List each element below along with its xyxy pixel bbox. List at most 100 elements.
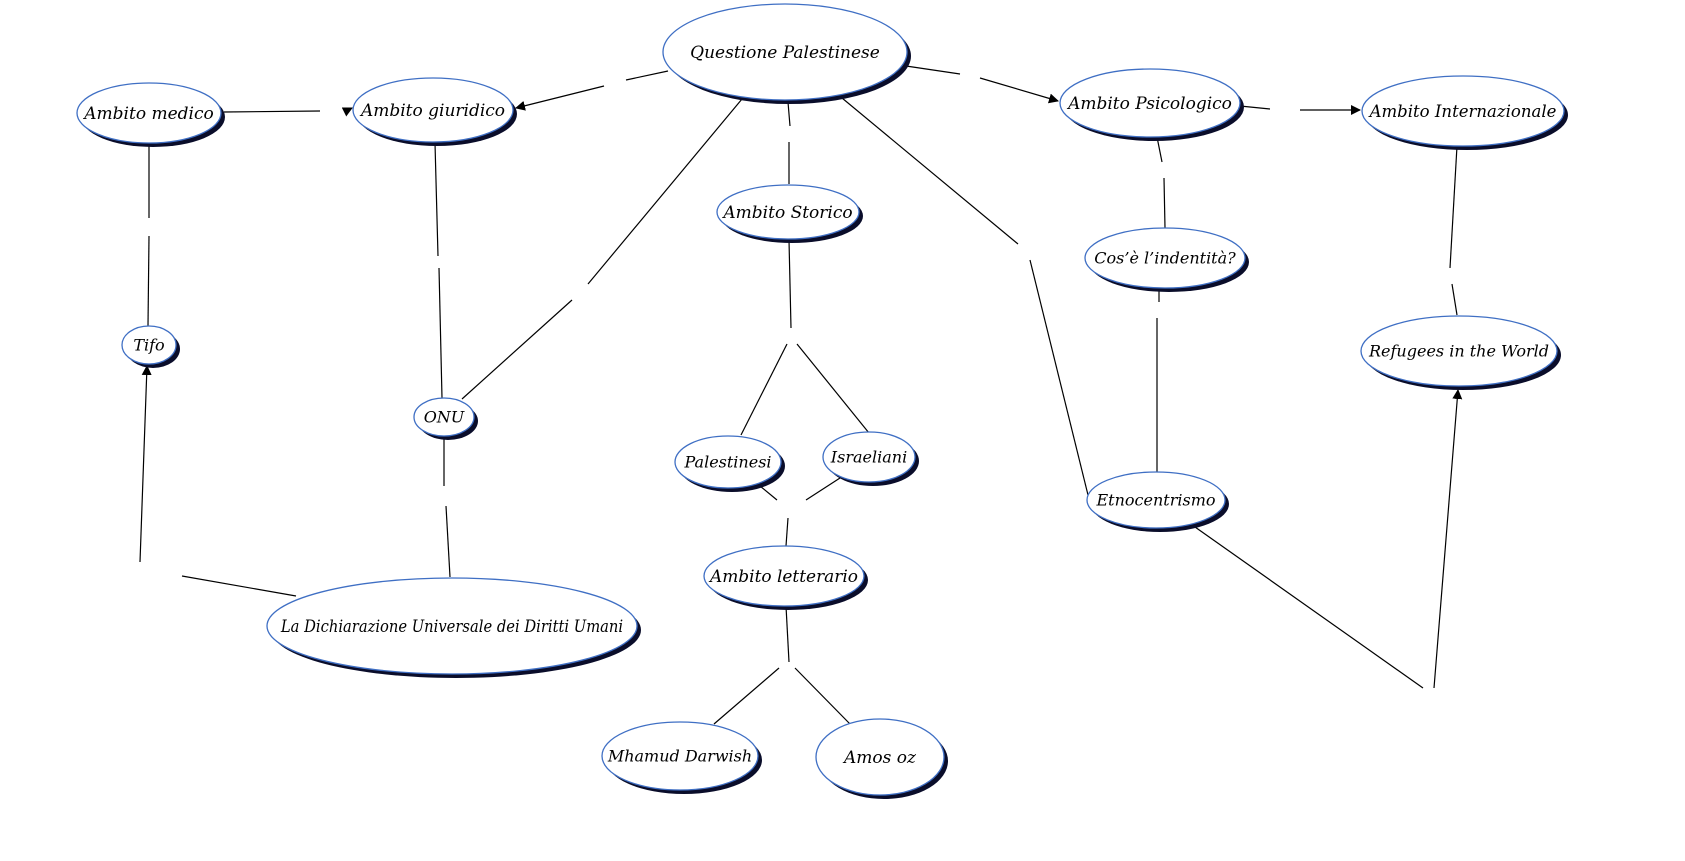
node-label: Etnocentrismo (1096, 491, 1216, 510)
node-ellipse[interactable] (674, 435, 782, 489)
node-ellipse[interactable] (1059, 68, 1241, 138)
edge-questione-storico (787, 101, 791, 184)
edge-segment (1451, 283, 1458, 316)
edge-segment (445, 505, 451, 578)
node-label: Israeliani (830, 448, 907, 467)
edge-segment (740, 343, 788, 436)
edge-segment (515, 85, 605, 111)
edge-questione-onu (461, 98, 743, 400)
node-label: Tifo (133, 336, 164, 355)
node-ellipse[interactable] (1084, 227, 1246, 289)
node-letterario[interactable]: Ambito letterario (703, 545, 868, 610)
node-dichiarazione[interactable]: La Dichiarazione Universale dei Diritti … (266, 577, 641, 678)
edge-israeliani-letterario (805, 477, 841, 501)
edge-segment (625, 70, 669, 81)
node-ellipse[interactable] (1086, 471, 1226, 529)
edges-layer (139, 65, 1463, 725)
node-ellipse[interactable] (815, 718, 945, 796)
edge-segment (841, 97, 1019, 245)
node-onu[interactable]: ONU (413, 397, 478, 440)
edge-letterario-amos (794, 667, 851, 725)
edge-psicologico-internazionale (1239, 105, 1361, 115)
edge-medico-tifo (147, 143, 150, 327)
node-ellipse[interactable] (601, 721, 759, 791)
node-ellipse[interactable] (716, 184, 860, 240)
edge-segment (805, 477, 841, 501)
node-psicologico[interactable]: Ambito Psicologico (1059, 68, 1244, 141)
edge-dichiarazione-tifo (139, 365, 297, 597)
edge-segment (1449, 145, 1458, 269)
node-identita[interactable]: Cos’è l’indentità? (1084, 227, 1249, 292)
node-refugees[interactable]: Refugees in the World (1360, 315, 1561, 390)
edge-questione-psicologico (905, 65, 1059, 104)
edge-segment (587, 98, 743, 285)
edge-segment (1433, 389, 1463, 689)
edge-segment (1239, 105, 1271, 110)
edge-questione-etnocentrismo (841, 97, 1089, 496)
node-label: Ambito letterario (708, 567, 858, 587)
node-etnocentrismo[interactable]: Etnocentrismo (1086, 471, 1229, 532)
node-ellipse[interactable] (413, 397, 475, 437)
node-label: Questione Palestinese (690, 43, 880, 63)
edge-palestinesi-letterario (759, 485, 789, 547)
edge-storico-palestinesi (740, 239, 792, 436)
edge-segment (979, 77, 1059, 104)
edge-segment (1194, 526, 1424, 689)
edge-segment (434, 142, 439, 257)
node-ellipse[interactable] (662, 3, 908, 101)
node-label: La Dichiarazione Universale dei Diritti … (280, 617, 623, 637)
node-amos[interactable]: Amos oz (815, 718, 948, 799)
node-ellipse[interactable] (352, 77, 514, 143)
edge-segment (794, 667, 851, 725)
node-label: ONU (424, 408, 465, 427)
node-label: Ambito Psicologico (1066, 94, 1232, 114)
node-medico[interactable]: Ambito medico (76, 82, 225, 147)
node-darwish[interactable]: Mhamud Darwish (601, 721, 762, 794)
edge-segment (785, 605, 790, 663)
edge-psicologico-identita (1156, 136, 1166, 229)
edge-questione-giuridico (515, 70, 669, 111)
node-label: Ambito medico (82, 104, 213, 124)
edge-giuridico-onu (434, 142, 443, 399)
edge-segment (1156, 136, 1163, 163)
edge-storico-israeliani (796, 343, 870, 434)
node-ellipse[interactable] (822, 431, 916, 483)
node-label: Ambito giuridico (359, 101, 505, 121)
edge-segment (181, 575, 297, 597)
edge-etnocentrismo-refugees (1194, 389, 1463, 689)
node-ellipse[interactable] (703, 545, 865, 607)
edge-segment (759, 485, 778, 501)
node-ellipse[interactable] (76, 82, 222, 144)
node-storico[interactable]: Ambito Storico (716, 184, 863, 243)
node-israeliani[interactable]: Israeliani (822, 431, 919, 486)
edge-segment (1029, 259, 1089, 496)
edge-segment (1163, 177, 1166, 229)
edge-identita-etnocentrismo (1156, 290, 1160, 472)
node-label: Mhamud Darwish (607, 747, 752, 766)
node-giuridico[interactable]: Ambito giuridico (352, 77, 517, 146)
edge-segment (788, 239, 792, 329)
edge-segment (785, 517, 789, 547)
node-label: Amos oz (842, 748, 917, 768)
node-ellipse[interactable] (266, 577, 638, 675)
edge-segment (147, 235, 150, 327)
node-ellipse[interactable] (1361, 75, 1565, 147)
node-label: Ambito Storico (721, 203, 852, 223)
edge-segment (796, 343, 870, 434)
edge-segment (787, 101, 791, 127)
edge-onu-dichiarazione (443, 436, 451, 578)
node-palestinesi[interactable]: Palestinesi (674, 435, 785, 492)
edge-segment (341, 107, 353, 117)
node-ellipse[interactable] (1360, 315, 1558, 387)
node-ellipse[interactable] (121, 325, 177, 365)
node-tifo[interactable]: Tifo (121, 325, 180, 368)
edge-segment (713, 667, 780, 725)
node-internazionale[interactable]: Ambito Internazionale (1361, 75, 1568, 150)
edge-segment (438, 267, 443, 399)
edge-internazionale-refugees (1449, 145, 1458, 316)
edge-letterario-darwish (713, 605, 790, 725)
node-questione[interactable]: Questione Palestinese (662, 3, 911, 104)
edge-segment (461, 299, 573, 400)
